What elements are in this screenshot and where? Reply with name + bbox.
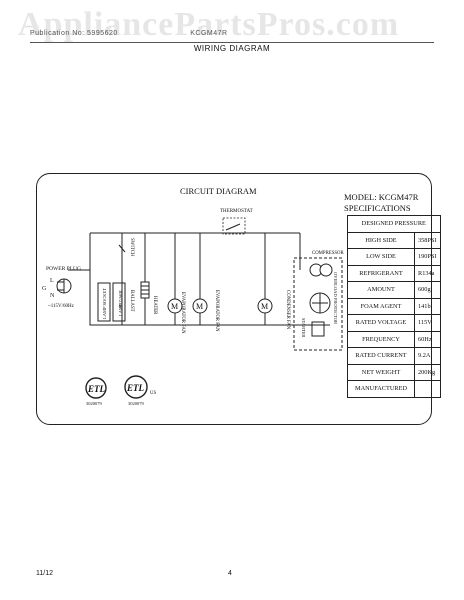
power-plug-label: POWER PLUG <box>46 266 81 272</box>
ballast-label: BALLAST <box>129 290 134 312</box>
bottom-bus <box>89 233 330 326</box>
motor-symbol: M <box>261 302 268 311</box>
lamp-box <box>112 282 126 322</box>
spec-model-line: MODEL: KCGM47R <box>344 192 419 202</box>
svg-text:ETL: ETL <box>126 383 145 393</box>
spec-title-block: MODEL: KCGM47R SPECIFICATIONS <box>344 192 418 214</box>
etl-mark-left: ETL <box>85 377 107 399</box>
lamp-socket-box <box>97 282 111 322</box>
overload-protector <box>309 263 333 277</box>
publication-number: Publication No: 5995620 <box>30 30 118 37</box>
header-model: KCGM47R <box>190 30 228 37</box>
spec-row: MANUFACTURED <box>347 380 441 398</box>
heater-coil <box>141 285 149 295</box>
motor-symbol: M <box>171 302 178 311</box>
spec-header-row: DESIGNED PRESSURE <box>347 215 441 233</box>
overload-protector-label: OVERLOAD PROTECTOR <box>333 272 338 324</box>
thermostat-symbol <box>222 217 246 235</box>
footer-page-number: 4 <box>228 570 232 577</box>
evaporator-fan-2-label: EVAPORATOR FAN <box>214 290 219 332</box>
cert-left-number: 3020079 <box>86 401 103 406</box>
condenser-fan-motor: M <box>257 298 273 314</box>
plug-icon <box>56 278 72 294</box>
circuit-title: CIRCUIT DIAGRAM <box>180 186 257 196</box>
etl-mark-right: ETL <box>124 375 148 399</box>
motor-symbol: M <box>196 302 203 311</box>
switch-label: SWITCH <box>129 238 134 257</box>
starter-box <box>311 321 325 337</box>
starter-label: STARTER <box>301 318 306 337</box>
header-row: Publication No: 5995620 KCGM47R <box>30 30 238 37</box>
lamp-socket-label: LAMP SOCKET <box>102 288 107 319</box>
compressor-motor-symbol <box>309 292 331 314</box>
condenser-fan-label: CONDENSER FAN <box>285 290 290 330</box>
lamp-wattage-label: 30W/23W <box>118 290 123 309</box>
evaporator-fan-2-motor: M <box>192 298 208 314</box>
heater-label: HEATER <box>152 296 157 315</box>
spec-header: DESIGNED PRESSURE <box>347 215 441 233</box>
lamp-label: LAMP <box>118 303 123 316</box>
compressor-label: COMPRESSOR <box>312 251 345 256</box>
title-rule <box>30 42 434 43</box>
cert-right-number: 3020079 <box>128 401 145 406</box>
neutral-label: N <box>50 293 55 299</box>
page-title: WIRING DIAGRAM <box>193 44 271 53</box>
switch-icon <box>118 244 126 253</box>
ground-label: G <box>42 286 47 292</box>
voltage-label: ~115V/60Hz <box>48 304 75 309</box>
line-label: L <box>50 278 54 284</box>
thermostat-label: THERMOSTAT <box>220 209 253 214</box>
cert-right-us: US <box>150 391 156 396</box>
svg-text:ETL: ETL <box>87 384 106 394</box>
watermark: AppliancePartsPros.com <box>18 6 400 43</box>
evaporator-fan-1-motor: M <box>167 298 183 314</box>
evaporator-fan-1-label: EVAPORATOR FAN <box>180 292 185 334</box>
spec-title: SPECIFICATIONS <box>344 203 411 213</box>
footer-date: 11/12 <box>36 570 53 577</box>
condenser-branch <box>220 232 266 325</box>
